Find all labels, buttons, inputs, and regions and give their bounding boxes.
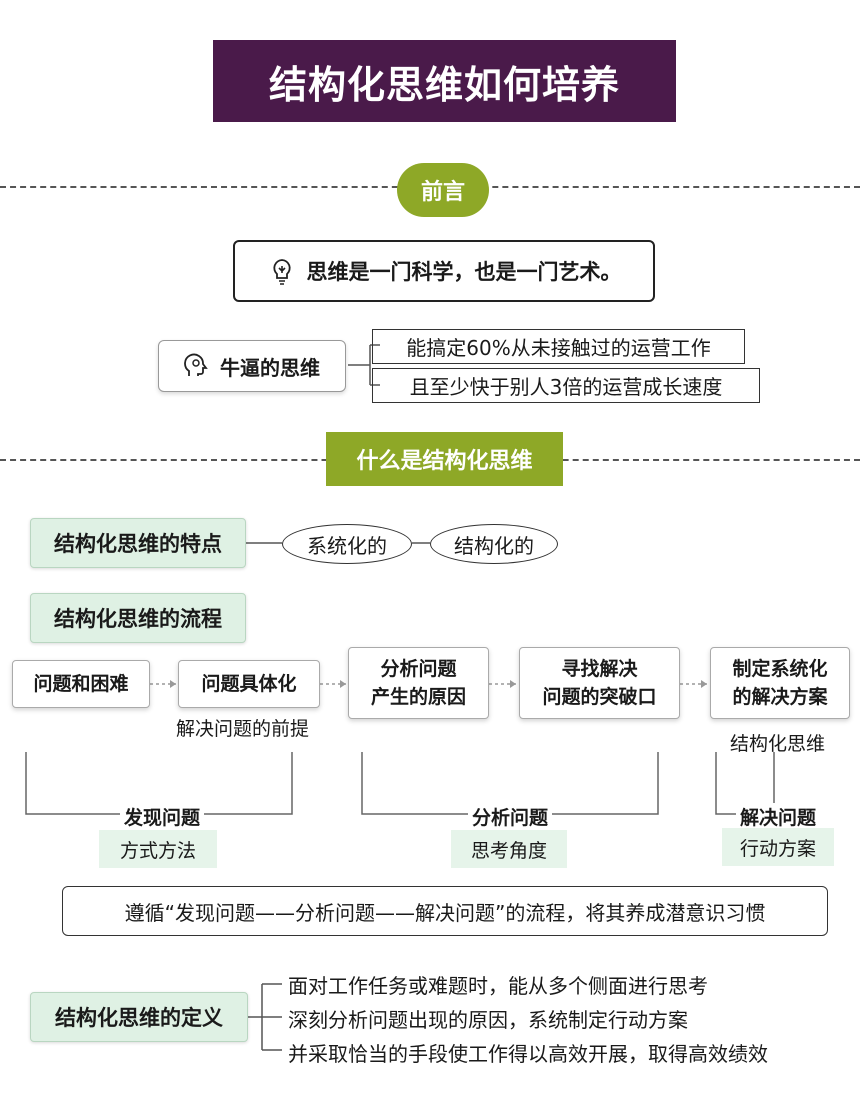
group-sub: 方式方法 <box>99 830 217 868</box>
group-sub: 行动方案 <box>722 828 834 866</box>
process-step: 制定系统化 的解决方案 <box>710 647 850 719</box>
page-title: 结构化思维如何培养 <box>213 40 676 122</box>
process-step: 问题和困难 <box>12 660 150 708</box>
awesome-thinking-item: 且至少快于别人3倍的运营成长速度 <box>372 368 760 403</box>
awesome-thinking-item: 能搞定60%从未接触过的运营工作 <box>372 329 745 364</box>
step-note: 结构化思维 <box>730 733 826 755</box>
process-label: 结构化思维的流程 <box>30 593 246 643</box>
awesome-thinking-node: 牛逼的思维 <box>158 340 346 392</box>
process-step: 寻找解决 问题的突破口 <box>519 647 680 719</box>
group-label: 分析问题 <box>468 803 553 830</box>
preface-quote-box: 思维是一门科学，也是一门艺术。 <box>233 240 655 302</box>
process-summary: 遵循“发现问题——分析问题——解决问题”的流程，将其养成潜意识习惯 <box>62 886 828 936</box>
feature-oval: 系统化的 <box>282 524 412 564</box>
group-sub: 思考角度 <box>451 830 567 868</box>
definition-item: 并采取恰当的手段使工作得以高效开展，取得高效绩效 <box>288 1042 768 1066</box>
head-icon <box>184 352 210 380</box>
preface-quote: 思维是一门科学，也是一门艺术。 <box>306 260 622 284</box>
process-step: 分析问题 产生的原因 <box>348 647 489 719</box>
definition-label: 结构化思维的定义 <box>30 992 248 1042</box>
definition-item: 面对工作任务或难题时，能从多个侧面进行思考 <box>288 974 708 998</box>
awesome-thinking-label: 牛逼的思维 <box>220 355 320 380</box>
preface-label: 前言 <box>397 163 489 217</box>
lightbulb-icon <box>267 256 297 286</box>
definition-item: 深刻分析问题出现的原因，系统制定行动方案 <box>288 1008 688 1032</box>
what-is-label: 什么是结构化思维 <box>326 432 563 486</box>
feature-oval: 结构化的 <box>430 524 558 564</box>
features-label: 结构化思维的特点 <box>30 518 246 568</box>
group-label: 发现问题 <box>120 803 205 830</box>
step-note: 解决问题的前提 <box>176 718 310 740</box>
group-label: 解决问题 <box>736 803 821 830</box>
process-step: 问题具体化 <box>178 660 320 708</box>
